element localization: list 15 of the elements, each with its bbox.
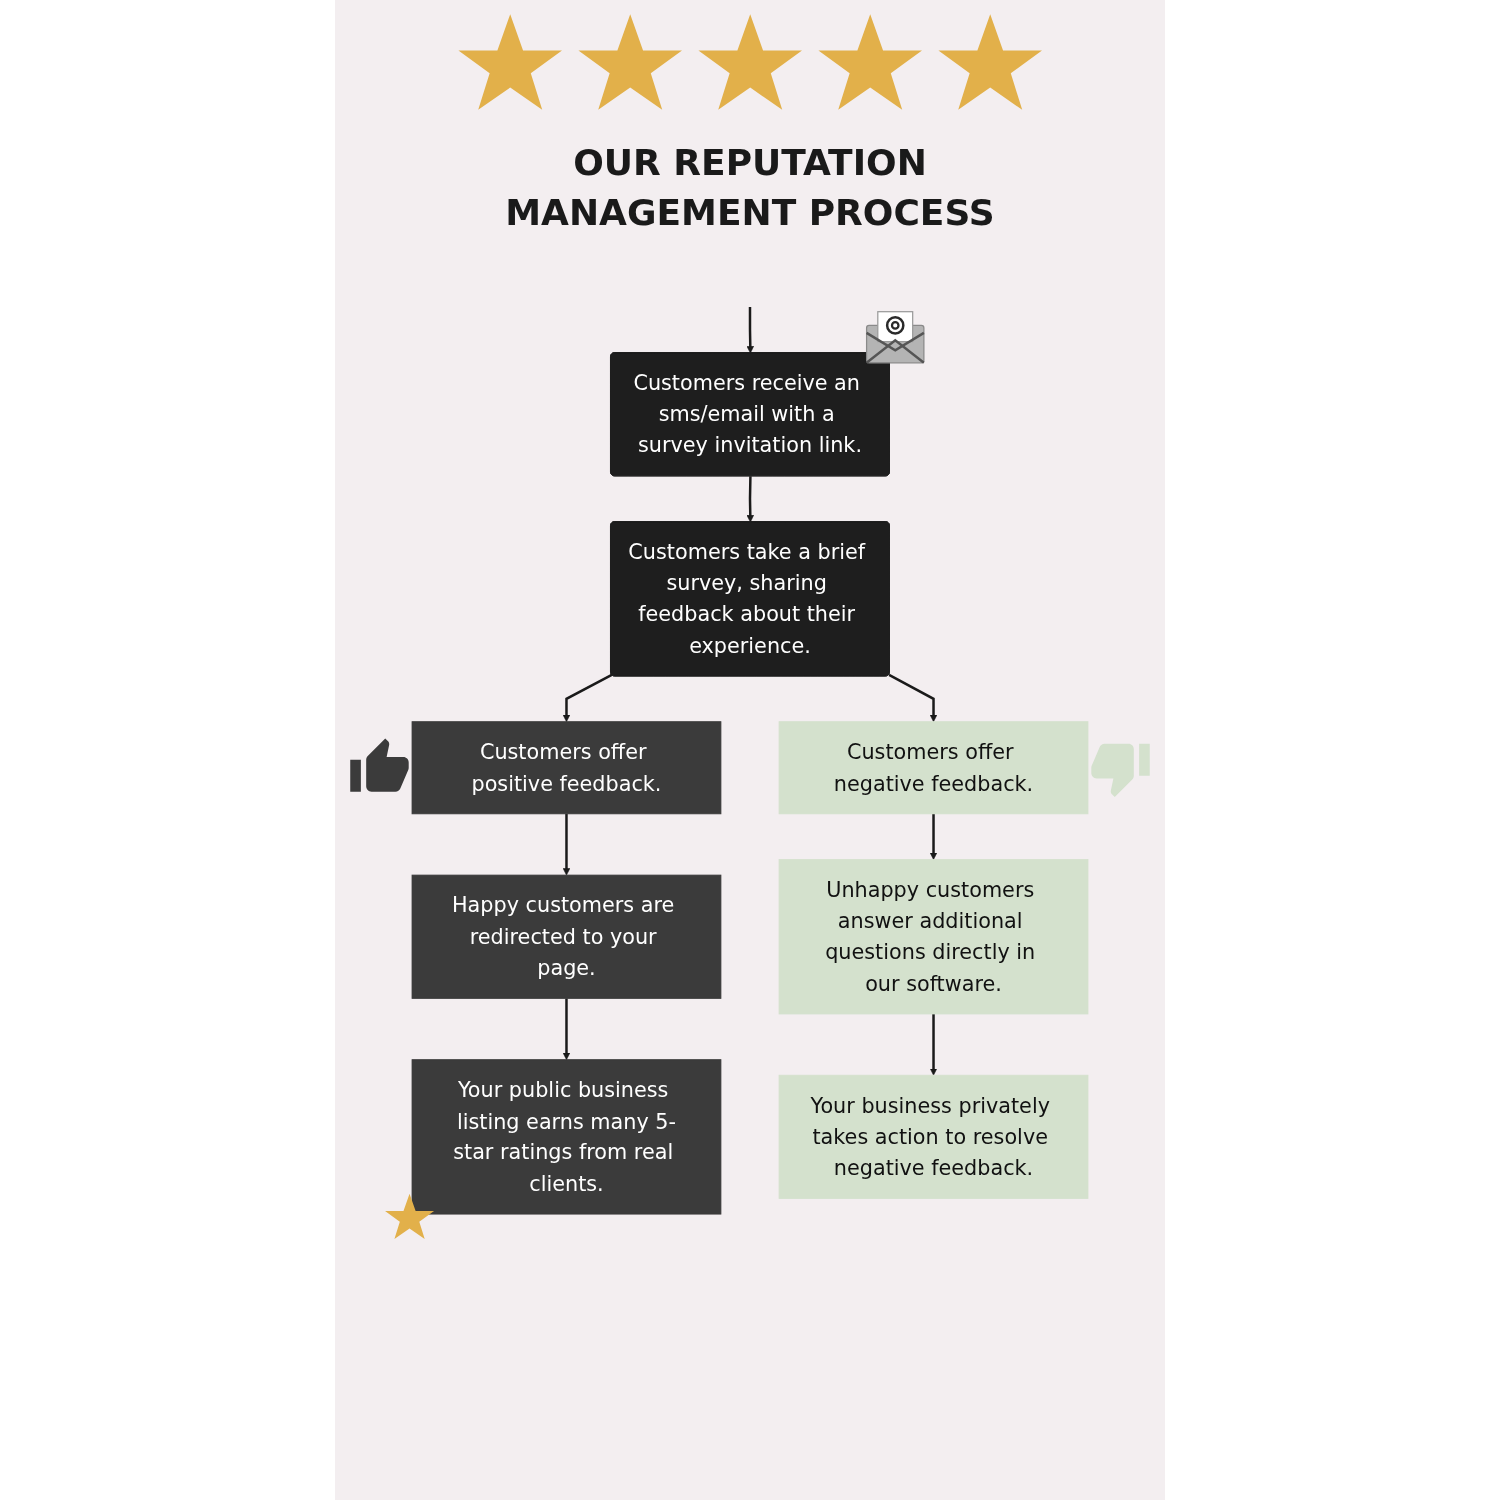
node-box: Happy customers are redirected to your page. bbox=[411, 874, 722, 999]
node-box: Unhappy customers answer additional questions directly in our software. bbox=[778, 859, 1089, 1015]
arrow bbox=[888, 673, 938, 722]
arrow bbox=[929, 813, 938, 860]
node-box: Customers offer positive feedback. bbox=[411, 721, 722, 815]
node-box: Customers offer negative feedback. bbox=[778, 721, 1089, 815]
arrow bbox=[746, 306, 754, 354]
arrow bbox=[562, 998, 571, 1060]
node-box: Your business privately takes action to resolve negative feedback. bbox=[778, 1074, 1089, 1199]
node-box: Your public business listing earns many 5-star ratings from real clients. bbox=[411, 1059, 722, 1215]
title: OUR REPUTATION MANAGEMENT PROCESS bbox=[504, 141, 996, 235]
arrow bbox=[562, 813, 571, 876]
arrow bbox=[929, 1013, 938, 1076]
arrow bbox=[562, 673, 613, 722]
arrow bbox=[746, 476, 754, 523]
